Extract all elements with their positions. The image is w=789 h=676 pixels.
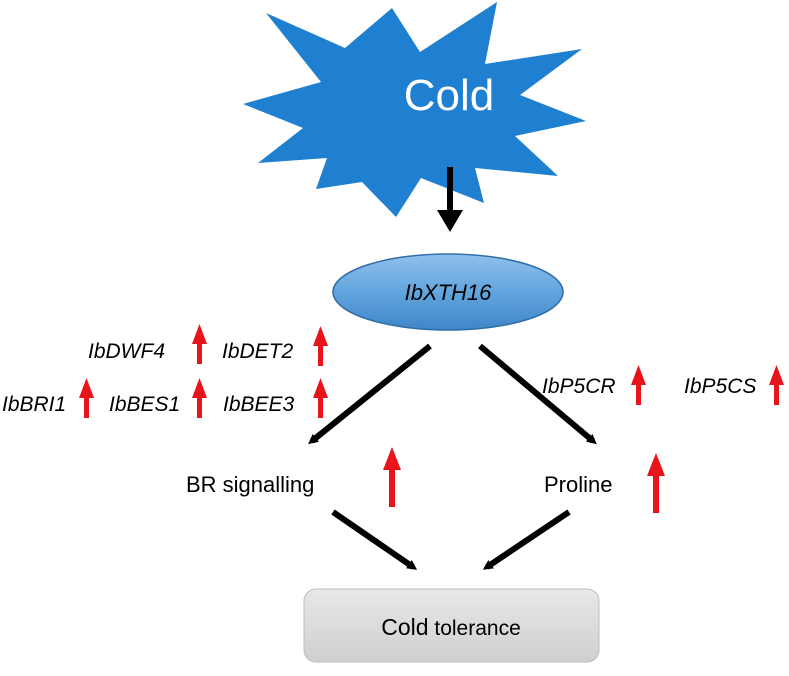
arrow-proline-to-tolerance bbox=[482, 509, 571, 570]
gene-ibbri1: IbBRI1 bbox=[2, 393, 66, 416]
cold-starburst bbox=[243, 2, 586, 217]
xth16-label: IbXTH16 bbox=[405, 280, 493, 305]
gene-ibp5cr: IbP5CR bbox=[542, 375, 616, 398]
up-arrow-ibbes1 bbox=[192, 378, 207, 418]
arrowhead-cold-to-xth16 bbox=[437, 210, 463, 232]
arrow-xth16-to-br bbox=[308, 343, 432, 445]
gene-ibdwf4: IbDWF4 bbox=[88, 340, 165, 363]
upregulation-arrows bbox=[79, 324, 784, 513]
cold-tolerance-label: Cold tolerance bbox=[381, 614, 521, 640]
gene-ibbee3: IbBEE3 bbox=[223, 393, 295, 416]
cold-tolerance-box bbox=[303, 588, 600, 663]
up-arrow-ibdet2 bbox=[313, 326, 328, 366]
cold-tolerance-label-main: Cold bbox=[381, 614, 428, 640]
arrow-br-to-tolerance bbox=[331, 509, 418, 570]
up-arrow-ibp5cs bbox=[769, 365, 784, 405]
gene-ibp5cs: IbP5CS bbox=[684, 375, 756, 398]
gene-ibbes1: IbBES1 bbox=[109, 393, 180, 416]
cold-tolerance-label-rest: tolerance bbox=[429, 617, 521, 640]
br-signalling-label: BR signalling bbox=[186, 472, 314, 497]
up-arrow-br-signalling bbox=[383, 447, 401, 507]
xth16-node bbox=[332, 253, 564, 331]
cold-label: Cold bbox=[404, 71, 495, 120]
up-arrow-ibdwf4 bbox=[192, 324, 207, 364]
up-arrow-proline bbox=[647, 453, 665, 513]
pathway-arrows bbox=[308, 343, 597, 570]
proline-label: Proline bbox=[544, 472, 612, 497]
up-arrow-ibbee3 bbox=[313, 378, 328, 418]
gene-ibdet2: IbDET2 bbox=[222, 340, 294, 363]
up-arrow-ibp5cr bbox=[631, 365, 646, 405]
up-arrow-ibbri1 bbox=[79, 378, 94, 418]
arrow-xth16-to-proline bbox=[478, 343, 597, 445]
